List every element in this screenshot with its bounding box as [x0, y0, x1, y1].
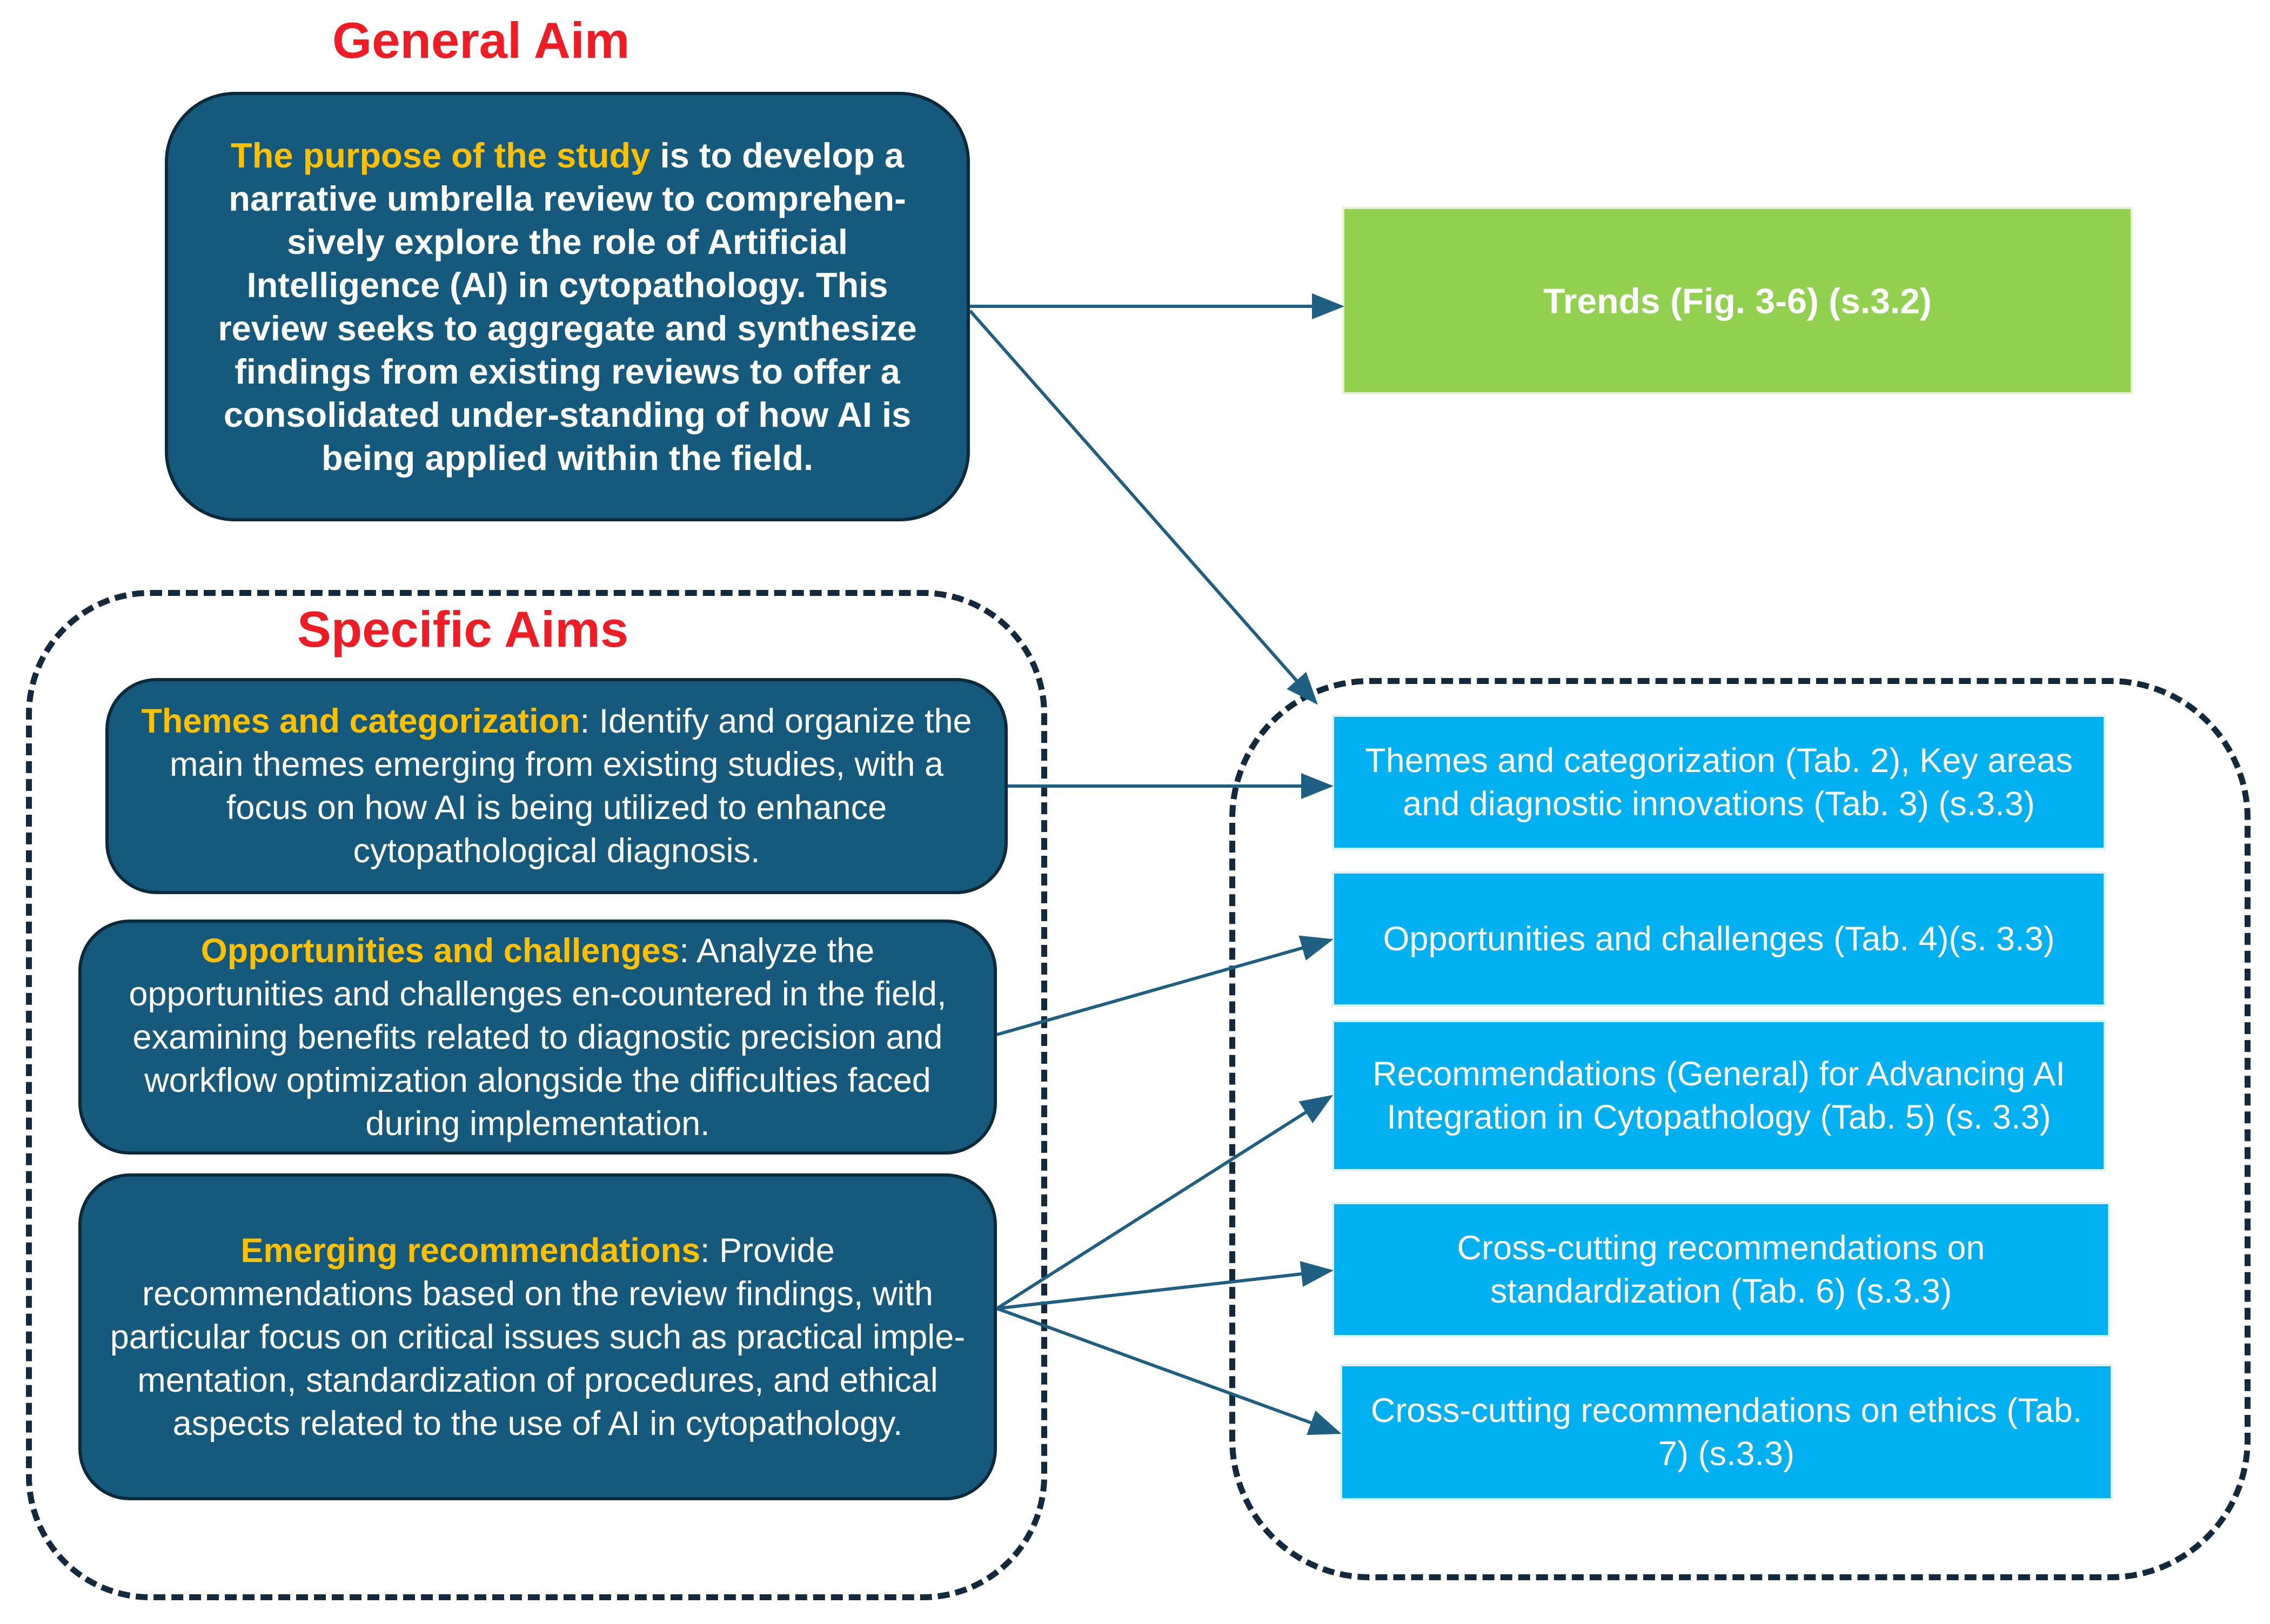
arrow-general-to-outputs — [968, 310, 1318, 705]
output-standardization-box: Cross-cutting recommendations on standar… — [1332, 1202, 2110, 1337]
output-general-recommendations-box: Recommendations (General) for Advancing … — [1332, 1020, 2106, 1171]
aim-opportunities-box: Opportunities and challenges: Analyze th… — [78, 920, 997, 1155]
general-aim-box: The purpose of the study is to develop a… — [165, 92, 970, 521]
general-aim-highlight: The purpose of the study — [231, 135, 651, 175]
specific-aims-heading: Specific Aims — [297, 601, 628, 657]
aim-opportunities-highlight: Opportunities and challenges — [200, 931, 680, 970]
aim-recommendations-text: : Provide recommendations based on the r… — [110, 1231, 966, 1442]
arrow-opportunities-to-output — [996, 935, 1334, 1036]
aim-recommendations-highlight: Emerging recommendations — [240, 1231, 701, 1270]
output-ethics-box: Cross-cutting recommendations on ethics … — [1340, 1364, 2113, 1500]
general-aim-heading: General Aim — [332, 12, 630, 69]
aim-themes-text: : Identify and organize the main themes … — [169, 702, 972, 870]
output-opportunities-box: Opportunities and challenges (Tab. 4)(s.… — [1332, 871, 2106, 1006]
arrow-recommendations-to-standardization — [996, 1261, 1334, 1310]
aim-themes-highlight: Themes and categorization — [141, 702, 580, 740]
aim-opportunities-text: : Analyze the opportunities and challeng… — [129, 931, 947, 1143]
output-general-recommendations-label: Recommendations (General) for Advancing … — [1372, 1055, 2065, 1136]
output-themes-box: Themes and categorization (Tab. 2), Key … — [1332, 715, 2106, 850]
aim-recommendations-box: Emerging recommendations: Provide recomm… — [78, 1173, 997, 1500]
trends-label: Trends (Fig. 3-6) (s.3.2) — [1543, 280, 1932, 321]
output-themes-label: Themes and categorization (Tab. 2), Key … — [1365, 742, 2073, 823]
output-opportunities-label: Opportunities and challenges (Tab. 4)(s.… — [1383, 920, 2055, 958]
output-standardization-label: Cross-cutting recommendations on standar… — [1457, 1229, 1985, 1310]
outputs-container — [1229, 678, 2251, 1580]
specific-aims-container — [26, 590, 1047, 1600]
output-ethics-label: Cross-cutting recommendations on ethics … — [1370, 1392, 2082, 1473]
general-aim-text: is to develop a narrative umbrella revie… — [218, 135, 917, 478]
arrow-recommendations-to-general — [996, 1095, 1334, 1310]
aim-themes-box: Themes and categorization: Identify and … — [105, 678, 1008, 894]
arrow-recommendations-to-ethics — [996, 1307, 1342, 1435]
trends-box: Trends (Fig. 3-6) (s.3.2) — [1342, 207, 2133, 394]
